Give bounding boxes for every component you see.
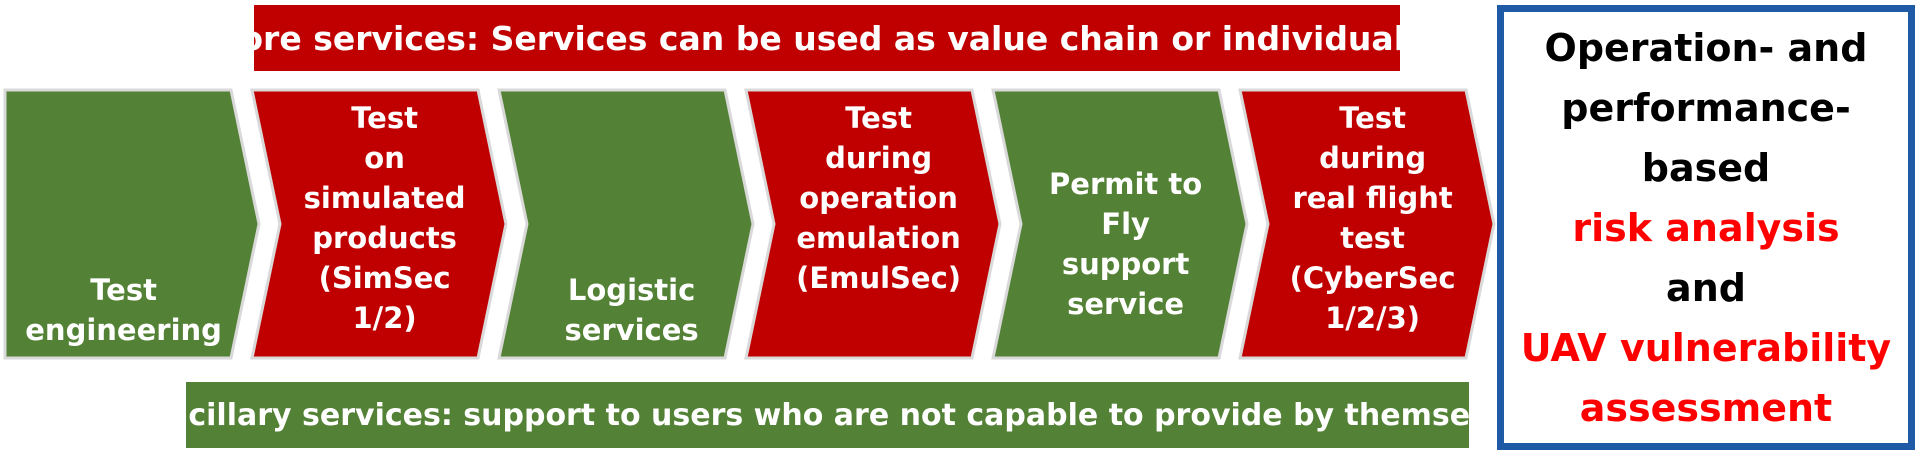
chevron-label-line: support (1061, 247, 1190, 281)
chevron-label-line: 1/2) (352, 301, 417, 335)
chevron-6 (1238, 88, 1496, 360)
chevron-label-line: test (1340, 221, 1405, 255)
chevron-label-line: Permit to (1049, 167, 1203, 201)
chevron-label-line: services (564, 313, 699, 347)
chevron-label-4: Test during operation emulation (EmulSec) (774, 98, 983, 350)
chevron-label-line: during (825, 141, 933, 175)
chevron-label-line: (EmulSec) (796, 261, 962, 295)
risk-analysis-box: Operation- and performance-based risk anal… (1497, 5, 1915, 450)
risk-box-line: UAV vulnerability (1520, 325, 1892, 370)
chevron-label-line: emulation (796, 221, 961, 255)
risk-box-line: assessment (1579, 385, 1833, 430)
chevron-label-line: (SimSec (318, 261, 451, 295)
service-chain-chevrons (3, 88, 1496, 360)
chevron-label-line: Logistic (567, 273, 696, 307)
chevron-label-line: Test (351, 101, 418, 135)
chevron-label-line: 1/2/3) (1325, 301, 1421, 335)
chevron-label-line: service (1067, 287, 1185, 321)
chevron-label-line: Test (845, 101, 912, 135)
ancillary-services-banner: Ancillary services: support to users who… (144, 382, 1511, 448)
chevron-label-line: on (364, 141, 405, 175)
chevron-label-line: operation (799, 181, 958, 215)
chevron-label-line: Test (90, 273, 157, 307)
chevron-2 (250, 88, 508, 360)
chevron-label-line: products (312, 221, 457, 255)
chevron-3 (497, 88, 755, 360)
risk-box-line: and (1666, 265, 1746, 310)
chevron-label-line: simulated (303, 181, 466, 215)
risk-box-line: Operation- and (1544, 25, 1868, 70)
chevron-4 (744, 88, 1002, 360)
chevron-label-line: Test (1339, 101, 1406, 135)
risk-box-line: performance- (1561, 85, 1851, 130)
chevron-5 (991, 88, 1249, 360)
chevron-label-line: (CyberSec (1289, 261, 1456, 295)
chevron-label-1: Test engineering (5, 98, 242, 350)
risk-box-line: risk analysis (1572, 205, 1840, 250)
chevron-label-line: real flight (1292, 181, 1453, 215)
chevron-label-line: during (1319, 141, 1427, 175)
chevron-1 (3, 88, 261, 360)
chevron-label-line: Fly (1101, 207, 1150, 241)
chevron-label-6: Test during real flight test (CyberSec 1/2/3) (1268, 98, 1477, 350)
chevron-label-5: Permit to Fly support service (1021, 98, 1230, 350)
chevron-label-3: Logistic services (527, 98, 736, 350)
chevron-label-2: Test on simulated products (SimSec 1/2) (280, 98, 489, 350)
core-services-banner: Core services: Services can be used as v… (216, 5, 1438, 71)
chevron-label-line: engineering (25, 313, 222, 347)
risk-box-line: based (1641, 145, 1771, 190)
